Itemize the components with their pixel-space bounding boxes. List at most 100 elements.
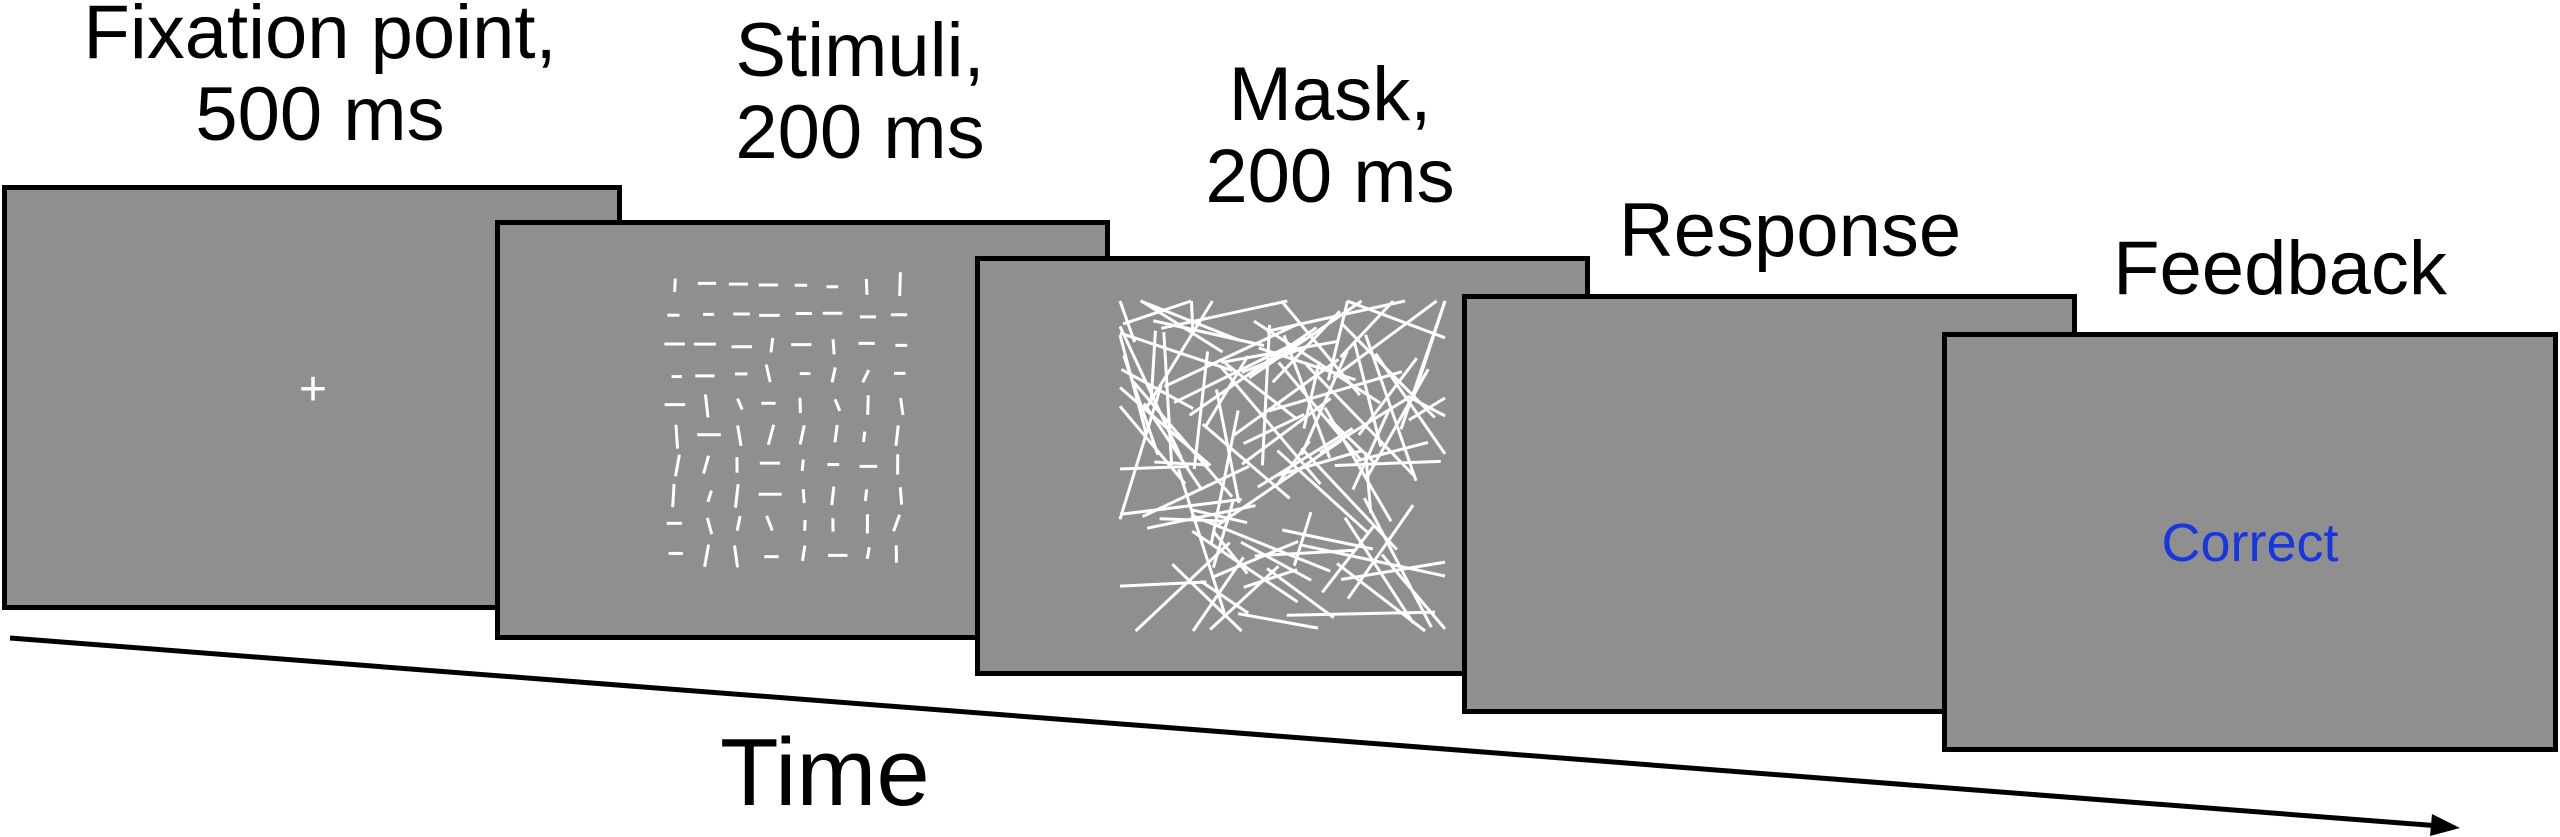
mask-line (1160, 299, 1288, 330)
time-arrow-shaft (9, 635, 2441, 829)
mask-line (1118, 385, 1163, 520)
fixation-cross: + (298, 363, 328, 416)
mask-line (1218, 364, 1322, 486)
mask-line (1280, 300, 1362, 397)
mask-line (1286, 610, 1436, 617)
stimulus-line (833, 398, 842, 412)
mask-line (1242, 413, 1305, 445)
stimulus-line (801, 545, 807, 562)
fixation-stage-label: Fixation point, 500 ms (40, 0, 600, 156)
mask-line (1191, 508, 1248, 525)
mask-line (1171, 563, 1243, 633)
mask-line (1177, 468, 1226, 614)
mask-line (1154, 460, 1209, 467)
mask-line (1277, 449, 1362, 477)
mask-line (1363, 497, 1433, 628)
mask-line (1140, 299, 1224, 354)
mask-line (1271, 310, 1341, 384)
stimulus-line (864, 278, 869, 295)
mask-line (1189, 300, 1195, 336)
mask-line (1319, 397, 1408, 454)
mask-line (1339, 299, 1395, 359)
mask-line (1321, 524, 1376, 594)
stimulus-line (865, 546, 871, 560)
stimulus-line (800, 459, 805, 472)
mask-line (1305, 363, 1416, 477)
stimulus-line (892, 514, 901, 532)
mask-line (1119, 580, 1207, 588)
mask-line (1332, 299, 1438, 379)
stimuli-label-line-1: Stimuli, (735, 8, 985, 93)
mask-line (1204, 355, 1250, 427)
stimulus-line (705, 517, 714, 535)
mask-line (1336, 562, 1426, 633)
mask-line (1118, 325, 1183, 459)
mask-line (1408, 396, 1446, 422)
mask-line (1192, 351, 1210, 470)
stimulus-line (766, 424, 776, 446)
mask-line (1277, 361, 1363, 462)
stimulus-line (703, 544, 711, 568)
stimulus-line (674, 424, 680, 449)
feedback-screen: Correct (1942, 332, 2558, 752)
mask-line (1282, 334, 1332, 459)
mask-line (1257, 427, 1354, 489)
mask-line (1119, 497, 1242, 516)
stimulus-line (674, 454, 681, 477)
mask-line (1241, 397, 1332, 466)
stimulus-line (863, 489, 869, 502)
mask-label-line-2: 200 ms (1205, 134, 1455, 220)
time-axis-label: Time (720, 719, 930, 826)
mask-line (1212, 531, 1249, 575)
mask-line (1152, 319, 1265, 347)
response-stage-label: Response (1580, 188, 2000, 273)
mask-line (1346, 504, 1415, 600)
stimulus-line (898, 272, 902, 297)
mask-line (1209, 565, 1280, 631)
mask-line (1365, 368, 1430, 479)
mask-line (1237, 612, 1319, 630)
stimulus-line (733, 545, 740, 568)
stimulus-line (894, 425, 900, 446)
time-arrow-head (2430, 814, 2460, 836)
stimulus-line-array (664, 272, 908, 568)
mask-line (1334, 459, 1441, 468)
mask-line (1346, 299, 1446, 340)
stimulus-line (673, 278, 677, 293)
mask-line (1340, 560, 1446, 581)
stimulus-line (830, 367, 837, 383)
mask-line (1132, 380, 1234, 498)
mask-line (1163, 322, 1300, 388)
mask-label-line-1: Mask, (1228, 52, 1432, 137)
stimuli-label-line-2: 200 ms (735, 90, 985, 176)
mask-line (1351, 409, 1391, 491)
stimulus-line (830, 486, 836, 506)
stimulus-line (733, 483, 740, 508)
response-label-line-1: Response (1618, 188, 1962, 273)
stimulus-line (898, 487, 904, 505)
mask-line (1134, 541, 1231, 633)
mask-line (1412, 300, 1447, 396)
mask-line (1118, 300, 1137, 343)
fixation-label-line-2: 500 ms (195, 72, 445, 158)
mask-line-pattern (1118, 299, 1447, 633)
stimulus-line (764, 364, 772, 383)
mask-line (1281, 528, 1374, 551)
stimulus-line (831, 339, 836, 355)
mask-line (1240, 540, 1312, 582)
stimulus-line (833, 424, 839, 443)
mask-line (1266, 567, 1335, 619)
mask-line (1302, 361, 1321, 429)
feedback-label-line-1: Feedback (2113, 226, 2447, 311)
mask-line (1406, 394, 1446, 418)
mask-stage-label: Mask, 200 ms (1130, 52, 1530, 220)
stimulus-line (702, 455, 711, 475)
mask-line (1343, 517, 1415, 624)
mask-line (1188, 326, 1318, 417)
mask-line (1243, 568, 1298, 589)
mask-line (1118, 405, 1187, 485)
mask-line (1268, 370, 1403, 413)
stimulus-line (735, 515, 742, 532)
stimulus-line (736, 425, 743, 447)
